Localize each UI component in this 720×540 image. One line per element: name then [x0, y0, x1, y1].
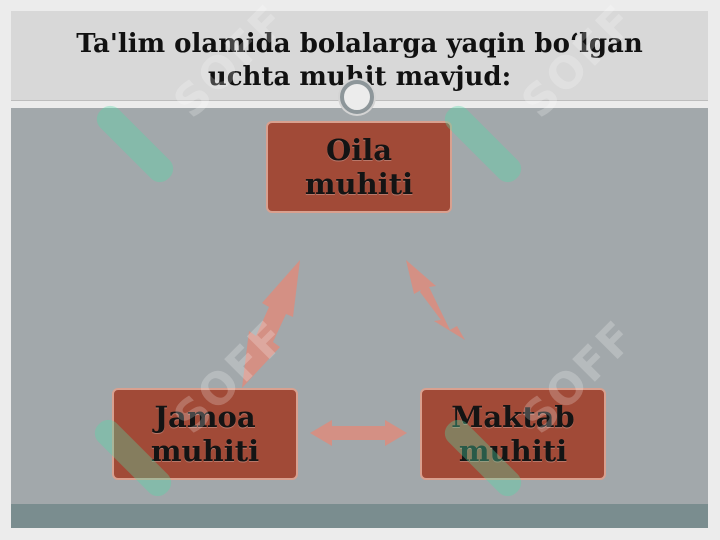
node-maktab-muhiti: Maktab muhiti — [420, 388, 606, 480]
title-ring-ornament — [340, 80, 374, 114]
node-oila-muhiti: Oila muhiti — [266, 121, 452, 213]
footer-bar — [11, 504, 708, 528]
node-jamoa-muhiti: Jamoa muhiti — [112, 388, 298, 480]
slide-title-line-1: Ta'lim olamida bolalarga yaqin bo‘lgan — [76, 29, 643, 59]
slide-title: Ta'lim olamida bolalarga yaqin bo‘lgan u… — [11, 28, 708, 94]
double-arrow-oila-maktab — [406, 260, 465, 340]
double-arrow-jamoa-oila — [242, 260, 300, 388]
double-arrow-jamoa-maktab — [310, 420, 407, 446]
